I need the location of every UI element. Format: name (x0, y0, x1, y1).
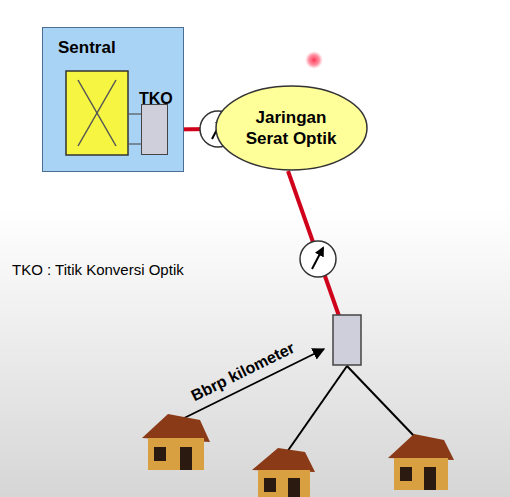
meter-symbol (300, 241, 336, 277)
ellipse-shape (216, 86, 367, 170)
network-ellipse: Jaringan Serat Optik (215, 85, 368, 171)
switch-cross (78, 80, 116, 146)
wire (128, 143, 141, 144)
exchange-box: SentralTKO (42, 27, 184, 172)
wire (128, 113, 141, 114)
remote-tko-box (333, 315, 361, 365)
house-icon (388, 434, 454, 490)
pointer-dot (305, 51, 323, 69)
drop-line (287, 366, 347, 452)
switch-box (66, 71, 128, 155)
node-label: Jaringan Serat Optik (241, 107, 341, 149)
switch-cross (78, 80, 116, 146)
conversion-point: TKO (139, 90, 173, 155)
node-label: Sentral (58, 38, 116, 58)
house-icon (252, 448, 315, 497)
distance-label: Bbrp kilometer (188, 339, 297, 405)
fiber-line (288, 171, 339, 316)
ellipse-outline (215, 85, 368, 171)
drop-line (347, 366, 415, 437)
conversion-box (141, 104, 168, 155)
house-icon (142, 414, 210, 470)
legend-note: TKO : Titik Konversi Optik (12, 261, 184, 278)
